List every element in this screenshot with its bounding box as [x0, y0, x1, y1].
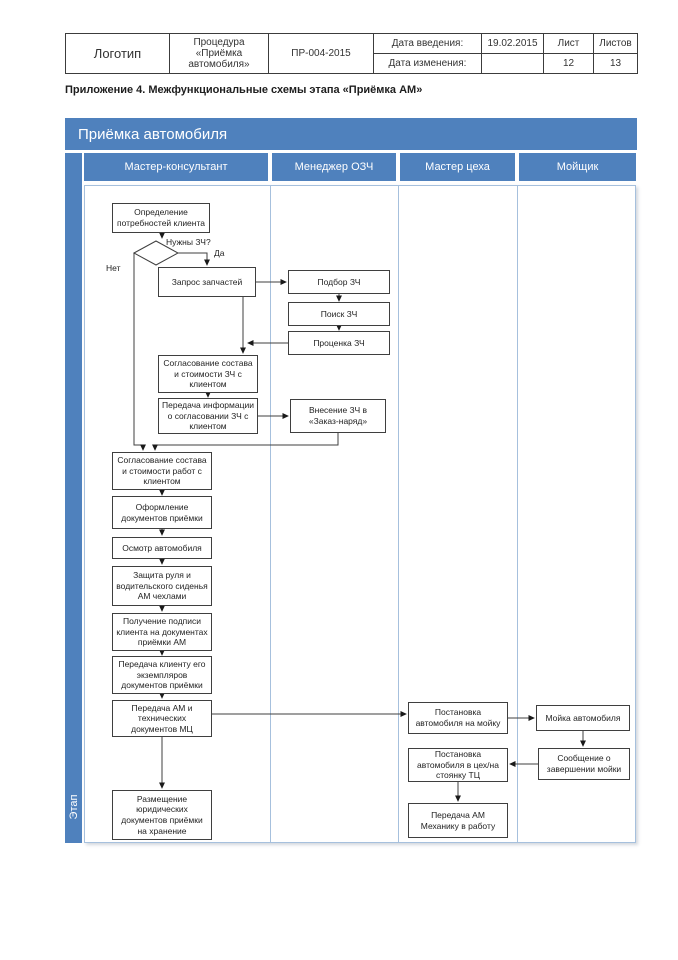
node-reception-docs: Оформление документов приёмки [112, 496, 212, 529]
lane-header-ozch: Менеджер ОЗЧ [272, 153, 396, 181]
node-price-parts: Проценка ЗЧ [288, 331, 390, 355]
node-agree-parts: Согласование состава и стоимости ЗЧ с кл… [158, 355, 258, 393]
decision-question-label: Нужны ЗЧ? [166, 237, 211, 247]
node-protect-car: Защита руля и водительского сиденья АМ ч… [112, 566, 212, 606]
node-select-parts: Подбор ЗЧ [288, 270, 390, 294]
node-agree-works: Согласование состава и стоимости работ с… [112, 452, 212, 490]
lane-divider-1 [270, 185, 271, 843]
flowchart-title: Приёмка автомобиля [65, 118, 637, 150]
logo-cell: Логотип [65, 33, 170, 74]
node-inspect-car: Осмотр автомобиля [112, 537, 212, 559]
procedure-cell: Процедура «Приёмка автомобиля» [169, 33, 269, 74]
node-to-shop: Постановка автомобиля в цех/на стоянку Т… [408, 748, 508, 782]
node-needs: Определение потребностей клиента [112, 203, 210, 233]
node-wash-car: Мойка автомобиля [536, 705, 630, 731]
intro-date-value: 19.02.2015 [481, 33, 544, 54]
node-archive-docs: Размещение юридических документов приёмк… [112, 790, 212, 840]
lane-header-shop: Мастер цеха [400, 153, 515, 181]
code-cell: ПР-004-2015 [268, 33, 374, 74]
node-to-mechanic: Передача АМ Механику в работу [408, 803, 508, 838]
sheet-label: Лист [543, 33, 594, 54]
node-client-copies: Передача клиенту его экземпляров докумен… [112, 656, 212, 694]
change-date-value [481, 53, 544, 74]
node-handover-docs: Передача АМ и технических документов МЦ [112, 700, 212, 737]
node-search-parts: Поиск ЗЧ [288, 302, 390, 326]
sheets-label: Листов [593, 33, 638, 54]
node-enter-order: Внесение ЗЧ в «Заказ-наряд» [290, 399, 386, 433]
node-client-sign: Получение подписи клиента на документах … [112, 613, 212, 651]
node-to-wash: Постановка автомобиля на мойку [408, 702, 508, 734]
sheets-number: 13 [593, 53, 638, 74]
change-date-label: Дата изменения: [373, 53, 482, 74]
decision-yes-label: Да [214, 248, 225, 258]
node-wash-done: Сообщение о завершении мойки [538, 748, 630, 780]
node-inform-agree: Передача информации о согласовании ЗЧ с … [158, 398, 258, 434]
lane-divider-3 [517, 185, 518, 843]
sheet-number: 12 [543, 53, 594, 74]
lane-header-consultant: Мастер-консультант [84, 153, 268, 181]
decision-no-label: Нет [106, 263, 121, 273]
node-request-parts: Запрос запчастей [158, 267, 256, 297]
stage-label: Этап [68, 794, 80, 820]
intro-date-label: Дата введения: [373, 33, 482, 54]
page-title: Приложение 4. Межфункциональные схемы эт… [65, 84, 423, 96]
stage-strip: Этап [65, 153, 82, 843]
lane-header-washer: Мойщик [519, 153, 636, 181]
lane-divider-2 [398, 185, 399, 843]
doc-header-table: Логотип Процедура «Приёмка автомобиля» П… [65, 33, 638, 74]
